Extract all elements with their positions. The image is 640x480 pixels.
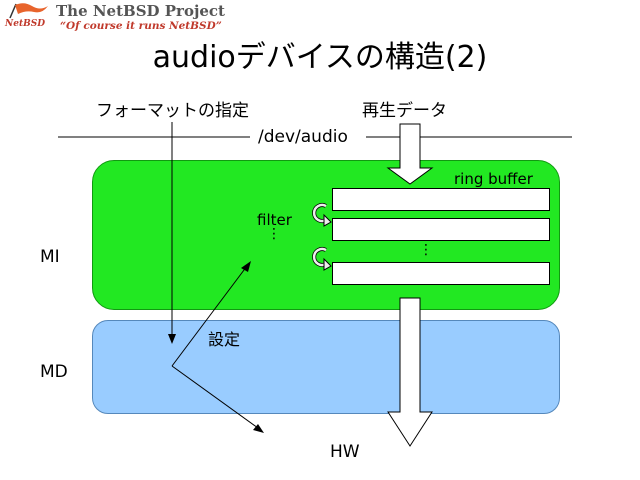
settings-arrow-down-head	[253, 424, 264, 433]
filter-label: filter	[257, 211, 292, 229]
settings-arrow-up-head	[241, 261, 251, 272]
md-label: MD	[40, 362, 68, 382]
logo-text: NetBSD	[5, 19, 46, 29]
ring-buffer-slot	[332, 188, 550, 211]
settings-arrow-down	[171, 365, 259, 429]
ring-buffer-label: ring buffer	[454, 170, 533, 188]
ring-buffer-slot	[332, 262, 550, 285]
flag-icon	[9, 3, 48, 19]
play-data-arrow	[386, 123, 434, 185]
slide-title: audioデバイスの構造(2)	[152, 40, 488, 75]
hw-output-arrow	[387, 297, 433, 447]
ring-buffer-vdots: ⋮	[419, 242, 433, 258]
filter-curve-arrow-icon	[312, 247, 332, 271]
settings-arrow-up	[171, 265, 248, 367]
play-data-label: 再生データ	[362, 101, 447, 121]
filter-curve-arrow-icon	[312, 203, 332, 227]
format-spec-label: フォーマットの指定	[96, 101, 249, 121]
header-title: The NetBSD Project	[56, 2, 225, 20]
ring-buffer-slot	[332, 218, 550, 241]
format-arrow-head	[168, 334, 176, 344]
filter-vdots: ⋮	[267, 226, 281, 242]
settings-label: 設定	[208, 330, 241, 349]
header-tagline: “Of course it runs NetBSD”	[60, 20, 222, 32]
mi-label: MI	[40, 247, 60, 267]
dev-audio-label: /dev/audio	[256, 127, 350, 147]
hw-label: HW	[330, 442, 360, 462]
